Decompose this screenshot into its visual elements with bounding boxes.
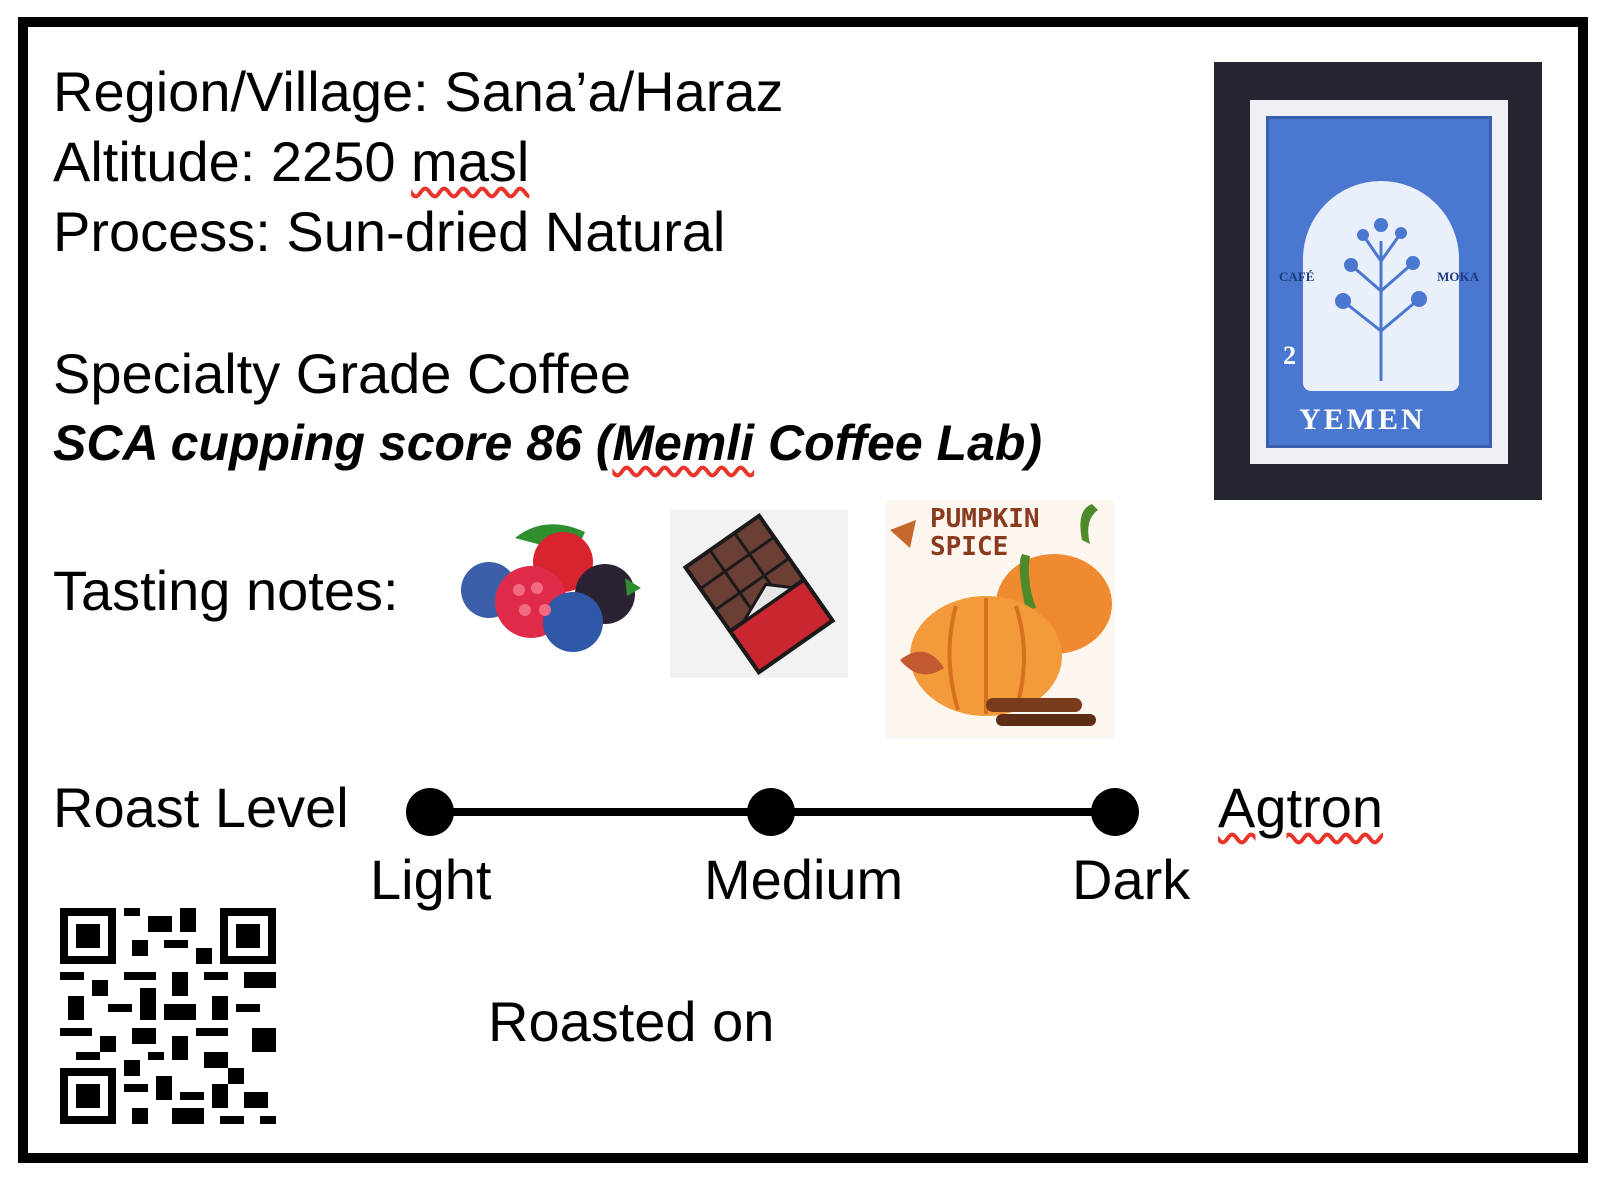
roast-level-light: Light (370, 848, 492, 911)
stamp-right-word: MOKA (1437, 269, 1479, 284)
pumpkin-spice-image: PUMPKIN SPICE (886, 500, 1114, 738)
altitude-prefix: Altitude: 2250 (53, 130, 412, 193)
stamp-value: 2 (1283, 341, 1296, 370)
chocolate-bar-icon (682, 512, 836, 676)
berries-icon (461, 524, 641, 652)
agtron-label: Agtron (1218, 776, 1383, 839)
score-suffix: Coffee Lab) (754, 415, 1043, 471)
stamp-left-word: CAFÉ (1279, 269, 1315, 284)
chocolate-image (670, 510, 848, 678)
lab-name: Memli (612, 415, 755, 471)
stamp-country: YEMEN (1299, 403, 1426, 436)
yemen-stamp-image: CAFÉ MOKA 2 YEMEN (1214, 62, 1542, 500)
roast-level-medium: Medium (704, 848, 904, 911)
qr-code-icon[interactable] (60, 908, 276, 1124)
process-text: Process: Sun-dried Natural (53, 200, 726, 263)
score-prefix: SCA cupping score 86 ( (53, 415, 613, 471)
pumpkin-caption-2: SPICE (930, 532, 1009, 562)
coffee-plant-icon (1335, 218, 1427, 381)
roast-level-dark: Dark (1072, 848, 1191, 911)
pumpkin-caption-1: PUMPKIN (930, 504, 1040, 534)
grade-title: Specialty Grade Coffee (53, 342, 631, 405)
roasted-on-label: Roasted on (488, 990, 775, 1053)
roast-dot-medium (747, 788, 795, 836)
roast-level-label: Roast Level (53, 776, 349, 839)
cupping-score-text: SCA cupping score 86 (Memli Coffee Lab) (53, 418, 1042, 468)
altitude-text: Altitude: 2250 masl (53, 134, 529, 190)
stamp-arch (1303, 181, 1459, 391)
altitude-unit: masl (411, 130, 530, 193)
roast-dot-dark (1091, 788, 1139, 836)
roast-dot-light (406, 788, 454, 836)
stamp-paper: CAFÉ MOKA 2 YEMEN (1244, 94, 1514, 470)
pumpkin-icon (890, 504, 1112, 726)
region-village-text: Region/Village: Sana’a/Haraz (53, 60, 784, 123)
stamp-design: CAFÉ MOKA 2 YEMEN (1266, 116, 1492, 448)
tasting-notes-label: Tasting notes: (53, 559, 399, 622)
